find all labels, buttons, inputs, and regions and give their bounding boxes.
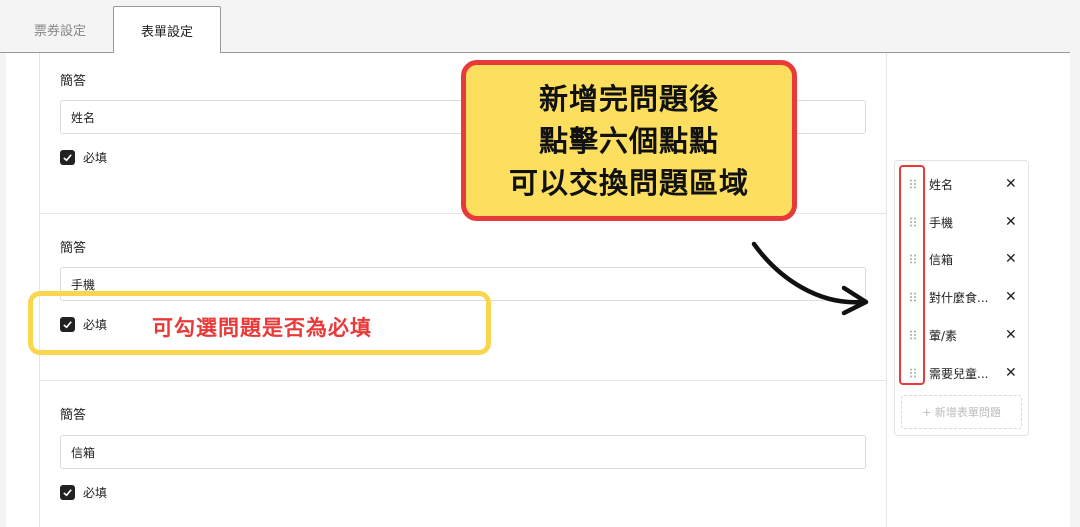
question-order-label: 信箱: [929, 252, 954, 267]
required-instruction-text: 可勾選問題是否為必填: [152, 316, 372, 340]
tab-form-settings[interactable]: 表單設定: [113, 6, 221, 53]
required-label: 必填: [83, 486, 108, 500]
question-order-label: 需要兒童...: [929, 366, 989, 381]
question-order-item[interactable]: 對什麼食... ✕: [895, 287, 1028, 307]
annotation-arrow-icon: [751, 241, 869, 316]
question-order-label: 葷/素: [929, 328, 958, 343]
required-instruction-callout: [28, 291, 491, 355]
panel-divider-right: [886, 53, 887, 527]
required-label: 必填: [83, 318, 108, 332]
question-order-list: 姓名 ✕ 手機 ✕ 信箱 ✕ 對什麼食... ✕ 葷/素 ✕ 需要兒童... ✕…: [894, 160, 1029, 436]
required-toggle[interactable]: 必填: [60, 149, 107, 166]
question-order-label: 對什麼食...: [929, 290, 989, 305]
required-label: 必填: [83, 151, 108, 165]
add-form-question-button[interactable]: + 新增表單問題: [901, 395, 1022, 429]
drag-handle-icon[interactable]: [909, 368, 917, 378]
drag-handle-icon[interactable]: [909, 292, 917, 302]
left-gutter: [0, 53, 6, 527]
question-order-label: 手機: [929, 215, 954, 230]
question-type-label: 簡答: [60, 241, 87, 256]
required-checkbox[interactable]: [60, 485, 75, 500]
question-order-item[interactable]: 手機 ✕: [895, 212, 1028, 232]
question-order-label: 姓名: [929, 177, 954, 192]
check-icon: [63, 154, 72, 162]
question-separator: [40, 380, 886, 381]
question-order-item[interactable]: 需要兒童... ✕: [895, 363, 1028, 383]
required-toggle[interactable]: 必填: [60, 316, 107, 333]
required-checkbox[interactable]: [60, 317, 75, 332]
drag-handle-icon[interactable]: [909, 217, 917, 227]
question-order-item[interactable]: 葷/素 ✕: [895, 325, 1028, 345]
close-icon[interactable]: ✕: [1005, 327, 1017, 343]
close-icon[interactable]: ✕: [1005, 251, 1017, 267]
close-icon[interactable]: ✕: [1005, 176, 1017, 192]
check-icon: [63, 321, 72, 329]
panel-divider-left: [39, 53, 40, 527]
tab-divider: [0, 52, 1070, 53]
required-toggle[interactable]: 必填: [60, 484, 107, 501]
tab-ticket-settings[interactable]: 票券設定: [33, 23, 86, 39]
right-gutter: [1070, 53, 1080, 527]
swap-instruction-callout: 新增完問題後 點擊六個點點 可以交換問題區域: [461, 60, 797, 221]
question-type-label: 簡答: [60, 408, 87, 423]
drag-handles-highlight: [899, 165, 925, 385]
check-icon: [63, 489, 72, 497]
close-icon[interactable]: ✕: [1005, 289, 1017, 305]
drag-handle-icon[interactable]: [909, 330, 917, 340]
question-title-input[interactable]: 信箱: [60, 435, 866, 469]
callout-line: 點擊六個點點: [538, 123, 719, 158]
close-icon[interactable]: ✕: [1005, 214, 1017, 230]
callout-line: 新增完問題後: [538, 81, 719, 116]
close-icon[interactable]: ✕: [1005, 365, 1017, 381]
drag-handle-icon[interactable]: [909, 179, 917, 189]
drag-handle-icon[interactable]: [909, 254, 917, 264]
question-order-item[interactable]: 信箱 ✕: [895, 249, 1028, 269]
required-checkbox[interactable]: [60, 150, 75, 165]
callout-line: 可以交換問題區域: [508, 165, 749, 200]
question-order-item[interactable]: 姓名 ✕: [895, 174, 1028, 194]
question-type-label: 簡答: [60, 74, 87, 89]
